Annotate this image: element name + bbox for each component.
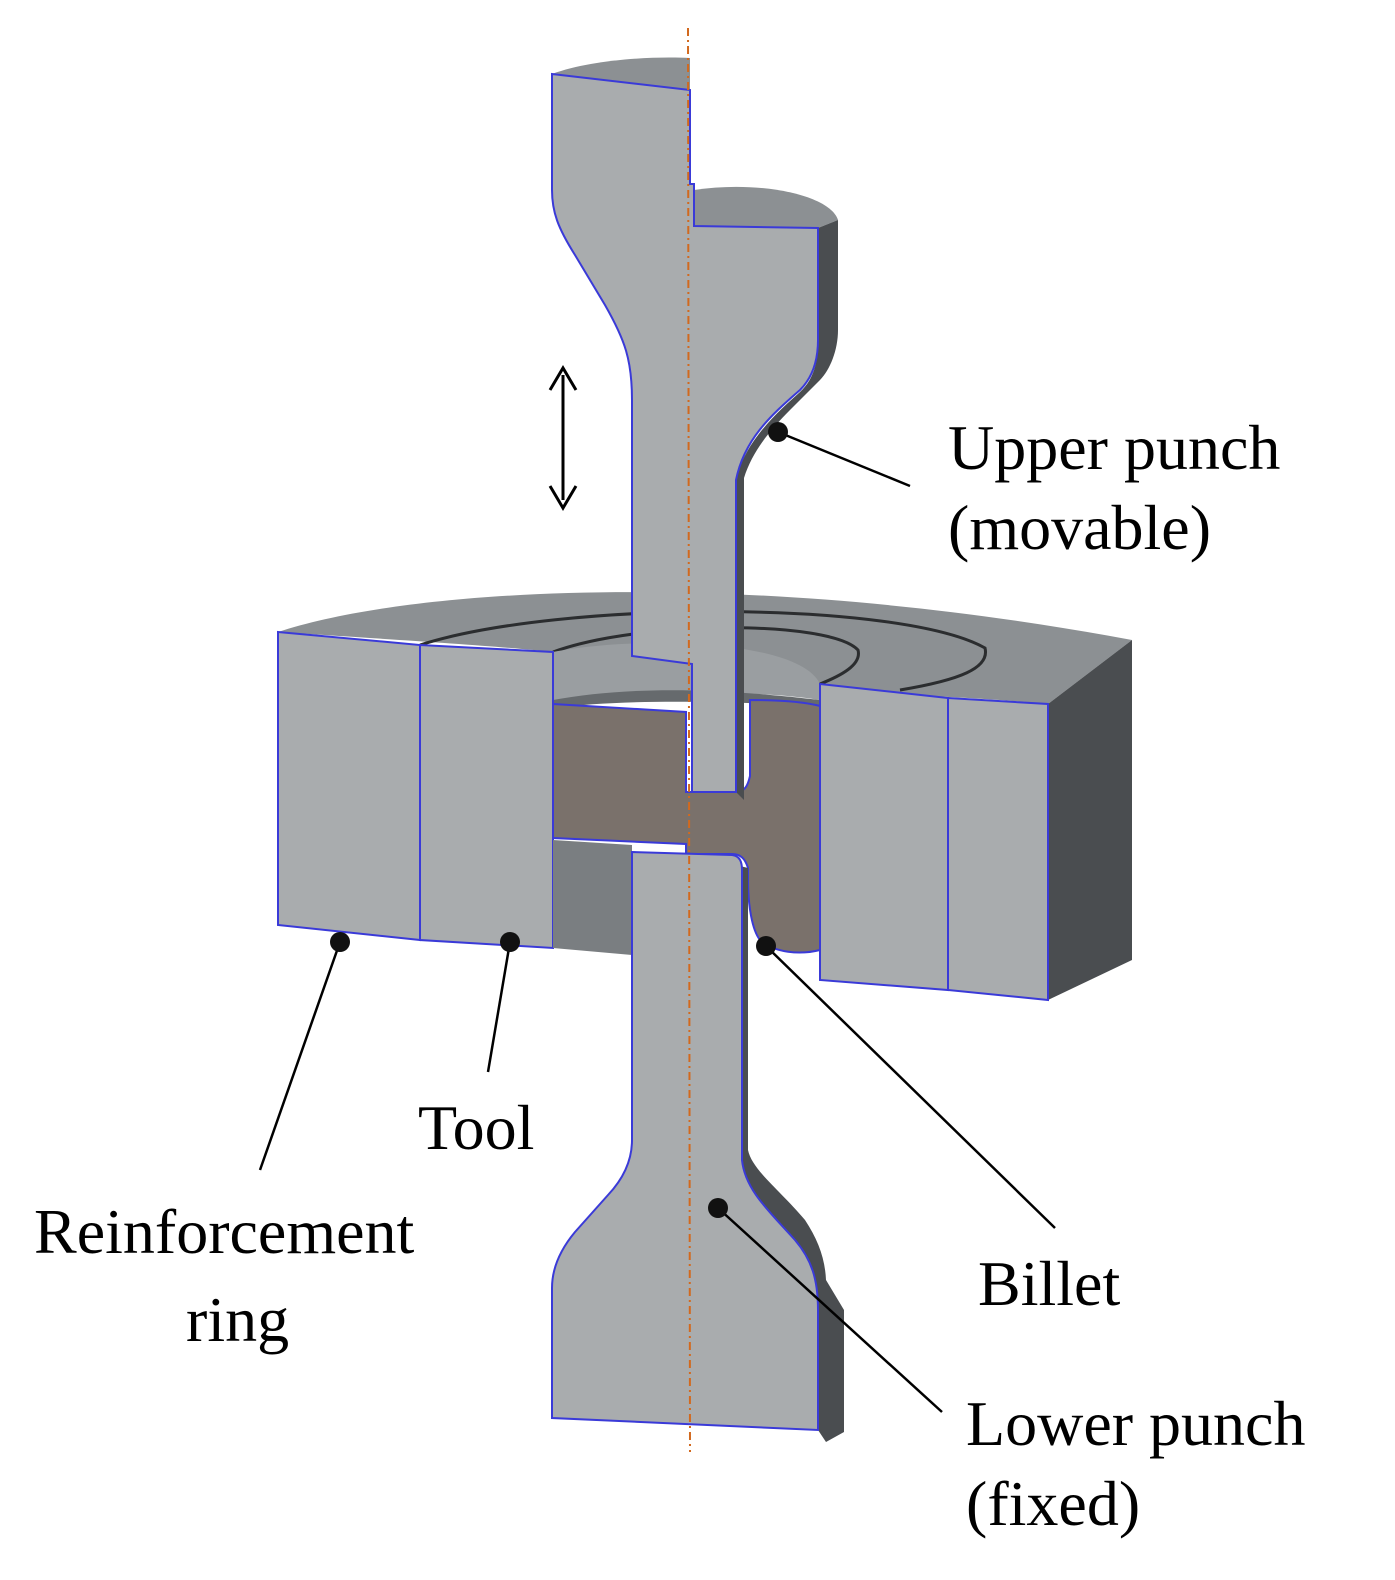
leader-reinforcement-ring [258, 932, 350, 1171]
billet-label: Billet [978, 1248, 1121, 1319]
billet-body [552, 698, 821, 954]
upper-punch-label-line2: (movable) [948, 492, 1211, 563]
leader-lower-punch [708, 1198, 943, 1413]
upper-punch [551, 57, 838, 800]
upper-punch-flange-top [552, 57, 690, 90]
movement-arrow [548, 365, 578, 511]
tool-right-face [819, 682, 949, 992]
billet [552, 698, 821, 954]
reinforcement-ring-label-line1: Reinforcement [34, 1196, 415, 1267]
reinforcement-ring-right-face [947, 696, 1049, 1002]
bore-inner-face [553, 690, 820, 708]
reinforcement-ring-label-line2: ring [186, 1284, 290, 1355]
ring-boundary-edge-outer [419, 610, 987, 692]
tool-label: Tool [418, 1092, 535, 1163]
upper-punch-cut-face [551, 72, 819, 793]
ring-boundary-edge-inner [552, 626, 860, 686]
symmetry-axis [687, 27, 691, 1453]
upper-punch-rear-flange-top [694, 186, 838, 228]
die-outer-side [1048, 640, 1132, 1000]
cavity-wall-lower [553, 840, 632, 955]
die-block [277, 592, 1132, 1002]
leader-billet [756, 936, 1056, 1229]
leader-upper-punch [768, 422, 911, 488]
upper-punch-side [736, 220, 838, 800]
tool-left-face [419, 643, 554, 950]
bore-top-surface [553, 642, 820, 702]
lower-punch-label-line1: Lower punch [966, 1388, 1306, 1459]
lower-punch-cut-face [551, 850, 819, 1432]
lower-punch-label-line2: (fixed) [966, 1468, 1141, 1539]
reinforcement-ring-left-face [277, 630, 421, 942]
leader-tool [486, 932, 520, 1073]
upper-punch-label-line1: Upper punch [948, 412, 1281, 483]
